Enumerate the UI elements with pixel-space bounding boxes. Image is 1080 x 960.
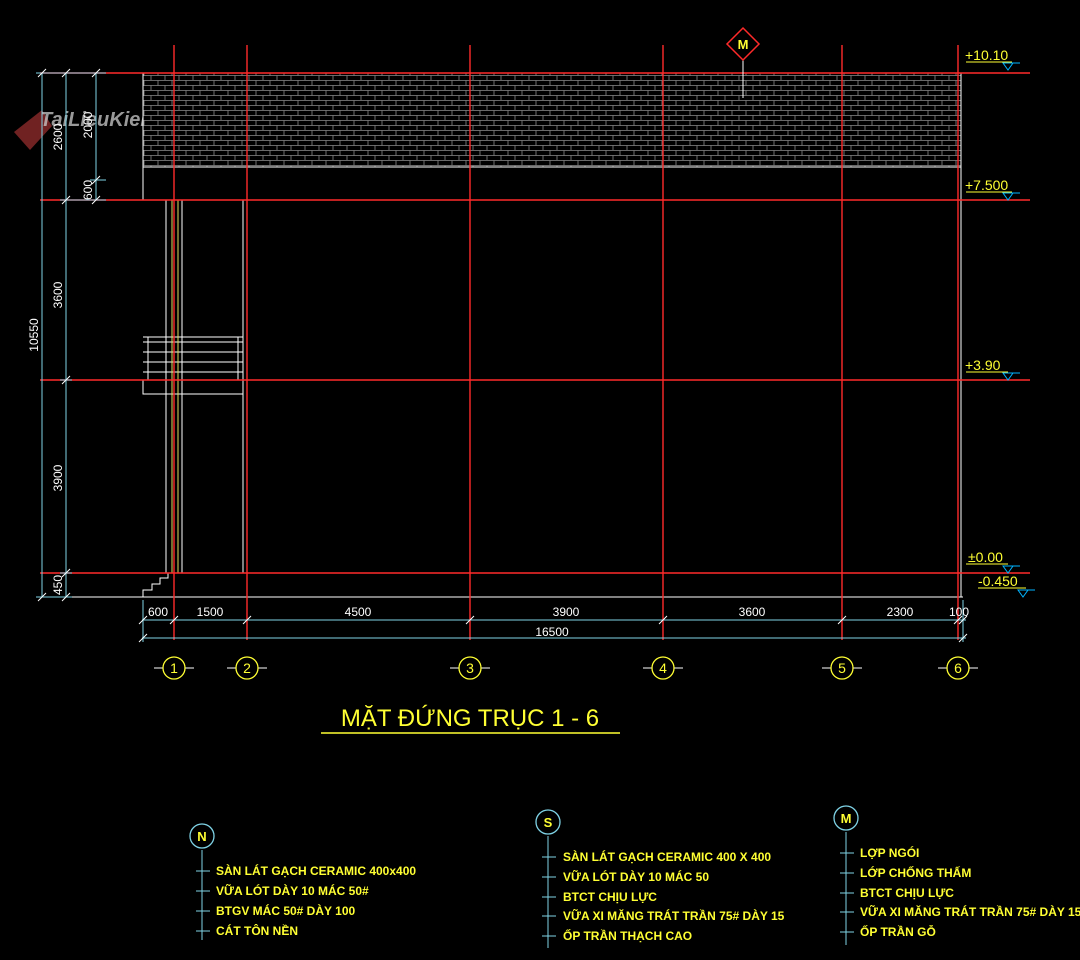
legend-item: BTGV MÁC 50# DÀY 100 <box>216 903 355 918</box>
axis-bubble <box>946 656 970 680</box>
legend-bubble <box>833 805 859 831</box>
horizontal-dimensions <box>138 600 968 643</box>
building-outline <box>60 72 963 598</box>
balcony-railing <box>143 336 243 380</box>
dim-vertical: 3600 <box>51 281 65 308</box>
level-label: ±0.00 <box>968 549 1003 565</box>
legend-id: M <box>841 811 852 826</box>
axis-label: 2 <box>243 660 251 676</box>
axis-label: 4 <box>659 660 667 676</box>
level-lines <box>40 72 1030 574</box>
level-label: +3.90 <box>965 357 1001 373</box>
entry-steps <box>142 573 169 597</box>
legend-item: LỚP CHỐNG THẤM <box>860 865 971 880</box>
legend-item: ỐP TRẦN THẠCH CAO <box>563 928 692 943</box>
dim-horizontal: 4500 <box>345 605 372 619</box>
axis-bubble <box>830 656 854 680</box>
grid-axes-lines <box>173 45 959 640</box>
legend-item: SÀN LÁT GẠCH CERAMIC 400 X 400 <box>563 849 771 864</box>
dim-vertical: 2000 <box>81 111 95 138</box>
dim-vertical: 600 <box>81 180 95 200</box>
legend-floor-n: N SÀN LÁT GẠCH CERAMIC 400x400 VỮA LÓT D… <box>189 823 416 940</box>
dim-horizontal: 3900 <box>553 605 580 619</box>
axis-bubble <box>235 656 259 680</box>
legend-item: VỮA XI MĂNG TRÁT TRẦN 75# DÀY 15 <box>860 904 1080 919</box>
legend-item: BTCT CHỊU LỰC <box>860 886 954 900</box>
level-label: +7.500 <box>965 177 1008 193</box>
level-label: -0.450 <box>978 573 1018 589</box>
axis-bubble <box>458 656 482 680</box>
dim-horizontal: 100 <box>949 605 969 619</box>
legend-item: VỮA LÓT DÀY 10 MÁC 50# <box>216 883 369 898</box>
axis-label: 1 <box>170 660 178 676</box>
dim-overall: 10550 <box>27 318 41 352</box>
dim-vertical: 450 <box>51 575 65 595</box>
dim-horizontal: 2300 <box>887 605 914 619</box>
axis-label: 6 <box>954 660 962 676</box>
axis-bubble <box>162 656 186 680</box>
legend-item: CÁT TÔN NỀN <box>216 923 298 938</box>
legend-bubble <box>189 823 215 849</box>
legend-item: BTCT CHỊU LỰC <box>563 890 657 904</box>
legend-bubble <box>535 809 561 835</box>
vertical-dimensions <box>36 68 106 602</box>
axis-label: 5 <box>838 660 846 676</box>
legend-id: S <box>544 815 553 830</box>
legend-roof-m: M LỢP NGÓI LỚP CHỐNG THẤM BTCT CHỊU LỰC … <box>833 805 1080 945</box>
legend-item: SÀN LÁT GẠCH CERAMIC 400x400 <box>216 863 416 878</box>
axis-bubbles: 1 2 3 4 5 6 <box>154 656 978 680</box>
axis-label: 3 <box>466 660 474 676</box>
dim-vertical: 3900 <box>51 464 65 491</box>
dim-total: 16500 <box>535 625 569 639</box>
roof-tile-band <box>142 72 962 168</box>
drawing-title: MẶT ĐỨNG TRỤC 1 - 6 <box>341 705 599 732</box>
balcony-slab <box>142 379 244 395</box>
legend-item: VỮA LÓT DÀY 10 MÁC 50 <box>563 869 709 884</box>
dim-horizontal: 3600 <box>739 605 766 619</box>
legend-floor-s: S SÀN LÁT GẠCH CERAMIC 400 X 400 VỮA LÓT… <box>535 809 785 948</box>
dim-horizontal: 600 <box>148 605 168 619</box>
axis-bubble <box>651 656 675 680</box>
roof-tag-label: M <box>738 37 749 52</box>
level-markers: +10.10 +7.500 +3.90 ±0.00 -0.450 <box>965 47 1035 598</box>
legend-item: LỢP NGÓI <box>860 845 919 860</box>
legend-item: ỐP TRẦN GỖ <box>860 924 936 939</box>
roof-material-tag: M <box>725 26 761 98</box>
legend-item: VỮA XI MĂNG TRÁT TRẦN 75# DÀY 15 <box>563 908 785 923</box>
legend-id: N <box>197 829 206 844</box>
level-label: +10.10 <box>965 47 1008 63</box>
dim-horizontal: 1500 <box>197 605 224 619</box>
dim-vertical: 2600 <box>51 123 65 150</box>
